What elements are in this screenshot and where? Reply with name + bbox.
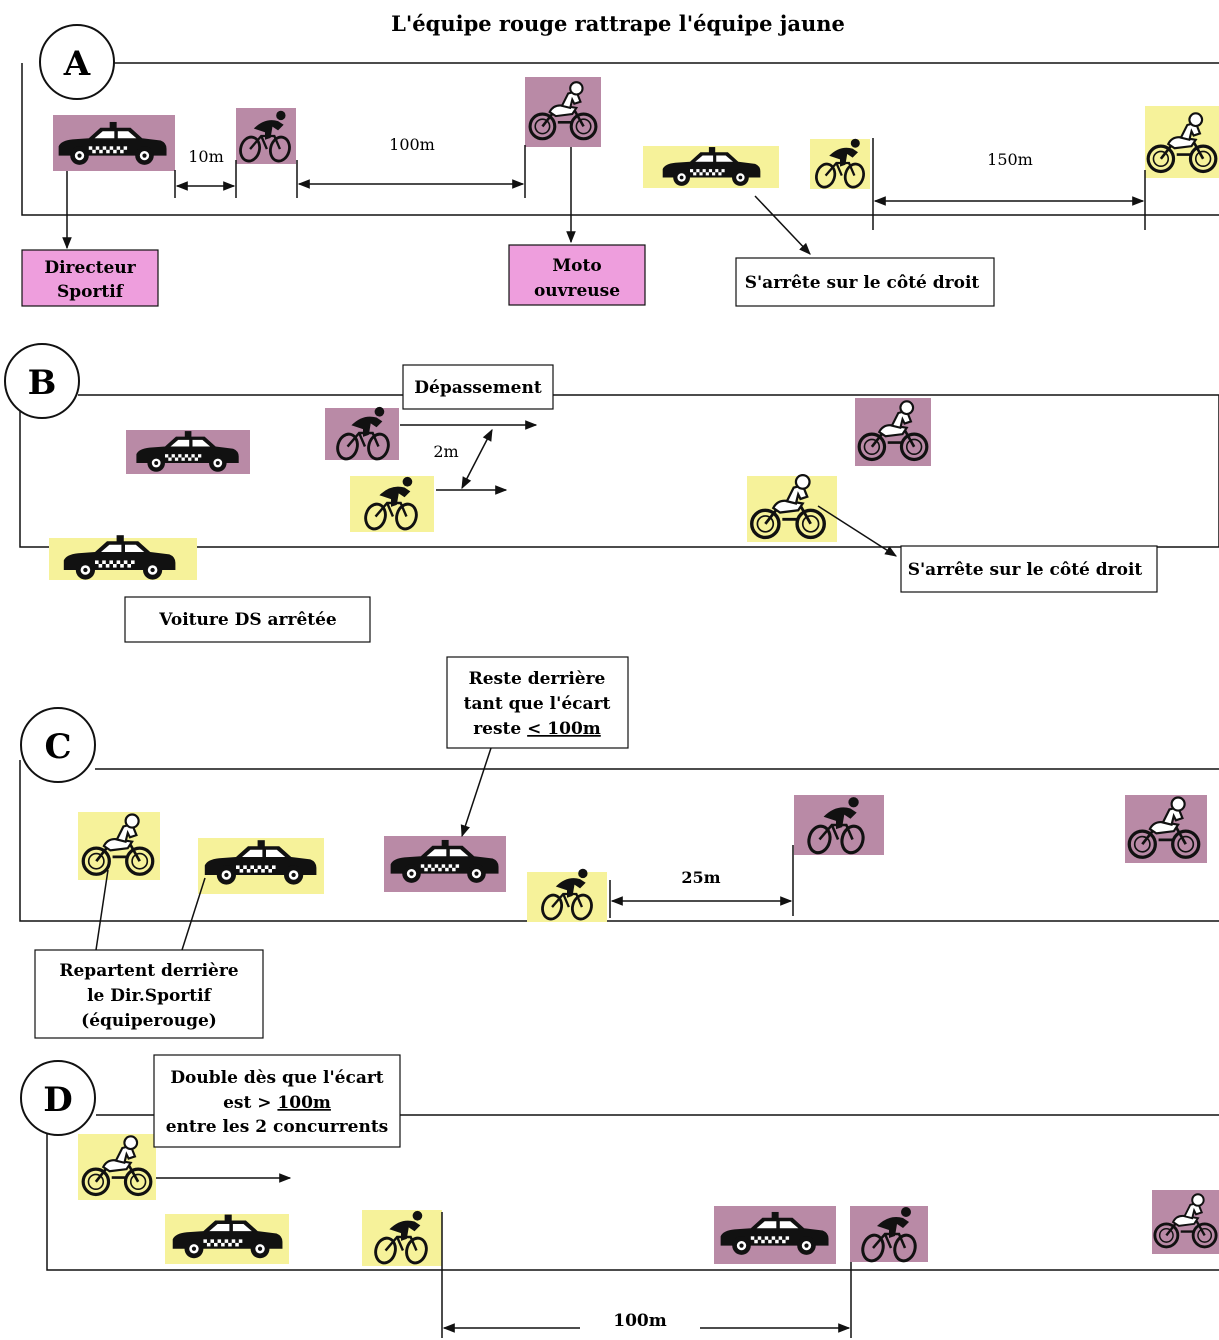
label-stay-behind-line3: reste < 100m bbox=[473, 719, 601, 739]
dimension-label: 100m bbox=[389, 135, 435, 154]
label-stop: S'arrête sur le côté droit bbox=[908, 560, 1143, 580]
panel-letter: C bbox=[44, 727, 71, 767]
panel-c: C 25m Reste derrière tant que l'écart re… bbox=[19, 656, 1219, 1039]
label-ds-stopped: Voiture DS arrêtée bbox=[158, 610, 337, 630]
label-restart-line2: le Dir.Sportif bbox=[87, 986, 212, 1006]
label-stay-behind-line1: Reste derrière bbox=[469, 669, 606, 689]
label-box-overtake bbox=[402, 364, 554, 410]
label-box-stay-behind bbox=[446, 656, 629, 749]
label-moto-line1: Moto bbox=[552, 256, 601, 276]
label-box-moto bbox=[508, 244, 646, 306]
panel-badge bbox=[4, 343, 80, 419]
panel-a: A 10m 100m 150m Directeur Sportif bbox=[21, 24, 1219, 307]
label-moto-line2: ouvreuse bbox=[534, 281, 620, 301]
label-box-ds-stopped bbox=[124, 596, 371, 643]
panel-d: D 100m Double dès que l'écart est > 100m… bbox=[20, 1054, 1219, 1338]
label-directeur-line1: Directeur bbox=[44, 258, 136, 278]
panel-badge bbox=[39, 24, 115, 100]
dimension-label: 25m bbox=[681, 868, 720, 887]
panel-letter: B bbox=[28, 363, 57, 403]
label-stay-behind-line2: tant que l'écart bbox=[464, 694, 611, 714]
label-box-directeur bbox=[21, 249, 159, 307]
label-double-line3: entre les 2 concurrents bbox=[166, 1117, 389, 1137]
label-restart-line1: Repartent derrière bbox=[59, 961, 238, 981]
dimension-label: 150m bbox=[987, 150, 1033, 169]
label-box-stop bbox=[900, 545, 1158, 593]
panel-b: B 2m Dépassement S'arrête sur le côté dr… bbox=[4, 343, 1219, 643]
panel-badge bbox=[20, 707, 96, 783]
label-box-restart bbox=[34, 949, 264, 1039]
panel-badge bbox=[20, 1060, 96, 1136]
label-directeur-line2: Sportif bbox=[57, 282, 125, 302]
panel-letter: D bbox=[43, 1080, 72, 1120]
panel-letter: A bbox=[63, 44, 91, 84]
label-restart-line3: (équiperouge) bbox=[81, 1011, 217, 1031]
label-double-line2: est > 100m bbox=[223, 1093, 331, 1113]
label-box-stop bbox=[735, 257, 995, 307]
dimension-label: 2m bbox=[433, 442, 458, 461]
dimension-label: 10m bbox=[188, 147, 224, 166]
label-box-double bbox=[153, 1054, 401, 1148]
dimension-label: 100m bbox=[613, 1311, 666, 1331]
label-double-line1: Double dès que l'écart bbox=[170, 1068, 383, 1088]
label-stop: S'arrête sur le côté droit bbox=[745, 273, 980, 293]
label-overtake: Dépassement bbox=[414, 378, 542, 398]
diagram-title: L'équipe rouge rattrape l'équipe jaune bbox=[391, 11, 845, 36]
